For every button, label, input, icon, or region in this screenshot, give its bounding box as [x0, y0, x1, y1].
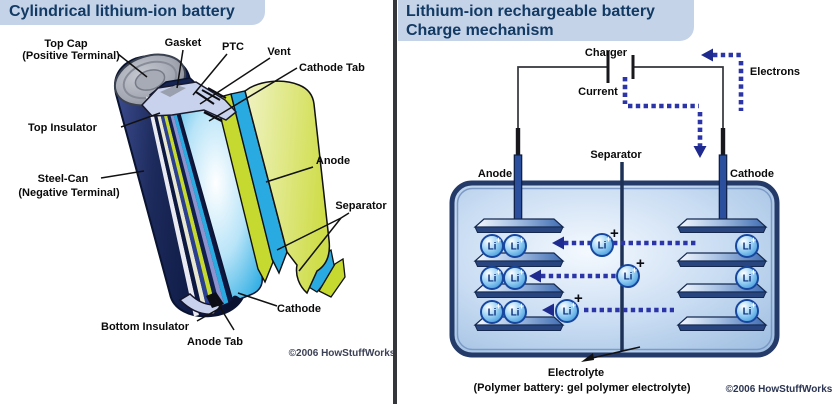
li-ion-moving: Li+ [590, 233, 614, 257]
separator-layer-sheet [215, 93, 274, 284]
left-title: Cylindrical lithium-ion battery [9, 3, 235, 20]
plus-sign: + [636, 255, 645, 272]
li-ions: Li+ Li+ Li+ Li+ Li+ Li+ Li+ Li+ Li+ Li+ … [480, 225, 759, 324]
svg-text:+: + [571, 300, 576, 310]
plus-sign: + [574, 290, 583, 307]
label-anode: Anode [316, 155, 350, 167]
cylindrical-battery-diagram: Top Cap (Positive Terminal) Gasket PTC V… [18, 37, 395, 359]
li-ion: Li+ [735, 234, 759, 258]
li-ion: Li+ [503, 300, 527, 324]
label-anode: Anode [478, 168, 512, 180]
cathode-rod [718, 128, 728, 230]
left-copyright: ©2006 HowStuffWorks [289, 348, 395, 359]
li-ion: Li+ [735, 266, 759, 290]
svg-text:Li: Li [488, 308, 497, 319]
svg-text:Li: Li [743, 242, 752, 253]
left-title-banner: Cylindrical lithium-ion battery [0, 0, 265, 25]
panel-divider [393, 0, 397, 404]
li-ion-moving: Li+ [616, 264, 640, 288]
svg-text:Li: Li [743, 274, 752, 285]
label-electrolyte: Electrolyte [548, 367, 604, 379]
cathode-layer-sheet [230, 90, 288, 275]
label-electrons: Electrons [750, 66, 800, 78]
right-title-banner: Lithium-ion rechargeable battery Charge … [398, 0, 694, 41]
li-ion: Li+ [480, 266, 504, 290]
label-gasket: Gasket [165, 37, 202, 49]
li-ion: Li+ [503, 266, 527, 290]
svg-text:+: + [751, 267, 756, 277]
cathode-tab-part [203, 110, 223, 123]
svg-text:+: + [751, 300, 756, 310]
svg-text:Li: Li [598, 241, 607, 252]
label-top-cap-sub: (Positive Terminal) [22, 50, 120, 62]
electrons-flow-arrow [701, 48, 744, 111]
svg-text:+: + [496, 235, 501, 245]
svg-text:+: + [519, 267, 524, 277]
svg-text:+: + [519, 235, 524, 245]
svg-text:+: + [496, 301, 501, 311]
label-steel-can-sub: (Negative Terminal) [18, 187, 120, 199]
outer-separator-sheet [244, 80, 331, 295]
label-bottom-insulator: Bottom Insulator [101, 321, 190, 333]
right-title-line2: Charge mechanism [406, 22, 554, 39]
jelly-roll-layers [146, 80, 346, 317]
label-separator: Separator [590, 149, 642, 161]
svg-text:Li: Li [511, 274, 520, 285]
plus-sign: + [610, 225, 619, 242]
svg-text:Li: Li [511, 242, 520, 253]
svg-text:+: + [496, 267, 501, 277]
anode-rod [513, 128, 523, 230]
svg-text:+: + [519, 301, 524, 311]
label-cathode: Cathode [277, 303, 321, 315]
label-current: Current [578, 86, 618, 98]
electrolyte-leader [581, 346, 641, 362]
label-top-insulator: Top Insulator [28, 122, 98, 134]
svg-text:+: + [606, 234, 611, 244]
li-ion-moving: Li+ [555, 299, 579, 323]
ion-migration-arrows [529, 236, 698, 317]
current-flow-arrow [622, 77, 707, 158]
li-ion: Li+ [480, 300, 504, 324]
label-cathode: Cathode [730, 168, 774, 180]
charge-mechanism-diagram: Li+ Li+ Li+ Li+ Li+ Li+ Li+ Li+ Li+ Li+ … [449, 47, 833, 395]
svg-text:+: + [751, 235, 756, 245]
li-ion: Li+ [735, 299, 759, 323]
right-title-line1: Lithium-ion rechargeable battery [406, 3, 655, 20]
top-assembly [140, 77, 238, 123]
label-cathode-tab: Cathode Tab [299, 62, 365, 74]
right-copyright: ©2006 HowStuffWorks [726, 384, 833, 395]
svg-text:Li: Li [743, 307, 752, 318]
label-anode-tab: Anode Tab [187, 336, 243, 348]
label-charger: Charger [585, 47, 628, 59]
circuit-wires [517, 51, 724, 128]
svg-text:Li: Li [563, 307, 572, 318]
ptc-part [160, 85, 186, 97]
svg-text:Li: Li [488, 274, 497, 285]
label-vent: Vent [267, 46, 291, 58]
label-top-cap: Top Cap [44, 38, 87, 50]
label-electrolyte-note: (Polymer battery: gel polymer electrolyt… [473, 382, 690, 394]
svg-text:Li: Li [511, 308, 520, 319]
leader-lines [100, 49, 350, 331]
label-separator: Separator [335, 200, 387, 212]
anode-layer-face [177, 97, 263, 301]
svg-text:Li: Li [624, 272, 633, 283]
label-steel-can: Steel-Can [38, 173, 89, 185]
label-ptc: PTC [222, 41, 244, 53]
li-ion: Li+ [480, 234, 504, 258]
li-ion: Li+ [503, 234, 527, 258]
svg-text:Li: Li [488, 242, 497, 253]
svg-text:+: + [632, 265, 637, 275]
